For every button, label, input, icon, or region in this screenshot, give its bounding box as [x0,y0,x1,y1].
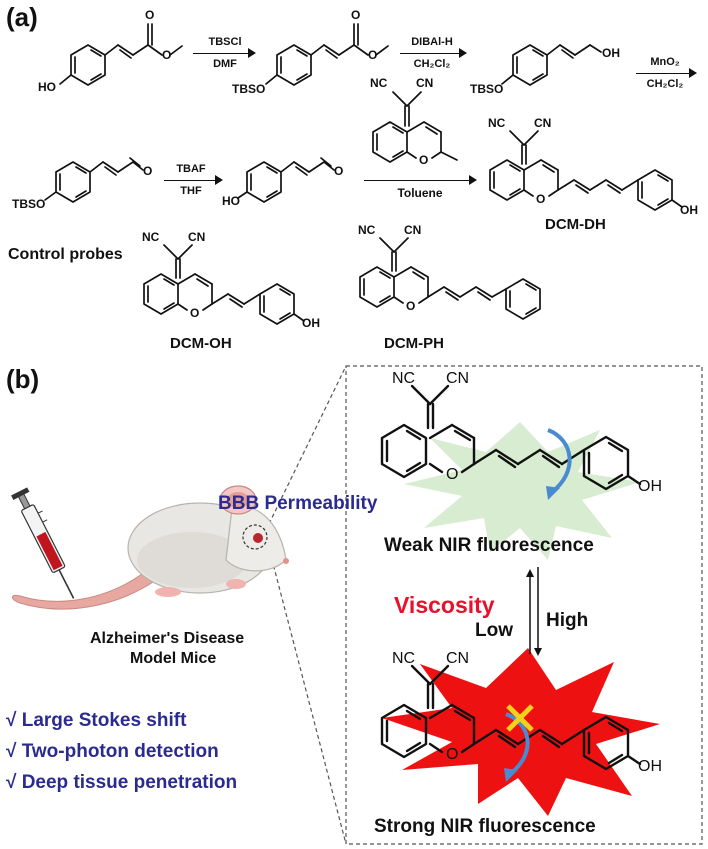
atom-oh: OH [638,478,662,495]
feature-deep-tissue-penetration: √ Deep tissue penetration [6,772,238,793]
atom-nc: NC [358,223,376,237]
atom-o: O [536,192,546,206]
atom-o: O [145,8,155,22]
mice-label-line1: Alzheimer's Disease [90,630,245,647]
atom-nc: NC [392,650,416,667]
atom-o: O [446,466,459,483]
atom-o: O [406,299,416,313]
low-label: Low [475,620,513,641]
atom-o: O [419,153,429,167]
atom-o: O [334,164,344,178]
reagent-bottom: CH₂Cl₂ [646,78,684,90]
atom-o: O [351,8,361,22]
atom-oh: OH [602,46,620,60]
atom-tbso: TBSO [232,82,266,96]
strong-nir-label: Strong NIR fluorescence [374,816,596,837]
atom-cn: CN [404,223,422,237]
atom-cn: CN [416,76,434,90]
weak-nir-label: Weak NIR fluorescence [384,535,594,556]
atom-ho: HO [38,80,56,94]
reaction-arrow [364,180,472,181]
arrowhead [248,48,256,58]
atom-o: O [446,746,459,763]
reagent-bottom: Toluene [397,186,443,200]
mice-label-line2: Model Mice [130,650,217,667]
atom-nc: NC [370,76,388,90]
reaction-arrow [193,53,251,54]
atom-o: O [162,48,172,62]
reagent-top: TBSCl [208,36,242,48]
reagent-bottom: THF [180,185,202,197]
control-name-dcm-ph: DCM-PH [384,335,444,352]
reagent-bottom: DMF [213,58,237,70]
atom-oh: OH [302,316,320,330]
atom-tbso: TBSO [470,82,504,96]
reagent-top: DIBAl-H [411,36,453,48]
product-name: DCM-DH [545,216,606,233]
atom-cn: CN [446,650,470,667]
control-name-dcm-oh: DCM-OH [170,335,232,352]
reagent-bottom: CH₂Cl₂ [413,58,451,70]
atom-cn: CN [534,116,552,130]
atom-oh: OH [680,203,698,217]
atom-o: O [190,306,200,320]
atom-oh: OH [638,758,662,775]
arrowhead [215,175,223,185]
atom-nc: NC [142,230,160,244]
atom-tbso: TBSO [12,197,46,211]
atom-ho: HO [222,194,240,208]
reagent-top: MnO₂ [650,56,680,68]
high-label: High [546,610,589,631]
arrowhead [689,68,697,78]
arrowhead [469,175,477,185]
viscosity-label: Viscosity [394,592,495,618]
reaction-arrow [636,73,692,74]
panel-b-label: (b) [6,364,40,394]
control-probes-title: Control probes [8,246,123,263]
atom-cn: CN [188,230,206,244]
atom-o: O [368,48,378,62]
feature-two-photon-detection: √ Two-photon detection [6,741,219,762]
bbb-permeability-label: BBB Permeability [218,493,378,514]
atom-nc: NC [488,116,506,130]
feature-large-stokes-shift: √ Large Stokes shift [6,710,187,731]
atom-cn: CN [446,370,470,387]
atom-nc: NC [392,370,416,387]
atom-o: O [143,164,153,178]
arrowhead [459,48,467,58]
reagent-top: TBAF [176,163,206,175]
reaction-arrow [164,180,218,181]
panel-a-label: (a) [6,2,38,32]
reaction-arrow [400,53,462,54]
